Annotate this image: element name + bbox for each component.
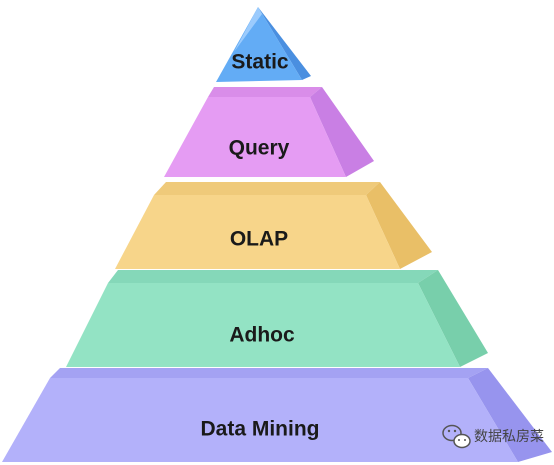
- tier-adhoc: Adhoc: [66, 270, 488, 367]
- tier-query-front: [164, 97, 346, 177]
- tier-olap-top: [154, 182, 380, 195]
- tier-adhoc-front: [66, 283, 460, 367]
- tier-data-mining-front: [2, 378, 518, 462]
- wechat-icon: [442, 424, 471, 449]
- tier-olap-label: OLAP: [230, 228, 288, 251]
- tier-static-side: [258, 7, 311, 80]
- tier-static: Static: [216, 7, 311, 82]
- tier-adhoc-label: Adhoc: [229, 324, 295, 347]
- tier-olap-front: [115, 195, 400, 269]
- tier-data-mining-label: Data Mining: [201, 418, 320, 441]
- tier-data-mining: Data Mining: [2, 368, 552, 462]
- watermark-text: 数据私房菜: [474, 429, 544, 445]
- tier-static-label: Static: [231, 51, 289, 74]
- tier-query: Query: [164, 87, 374, 177]
- tier-adhoc-top: [108, 270, 438, 283]
- tier-olap: OLAP: [115, 182, 432, 269]
- tier-adhoc-side: [418, 270, 488, 367]
- tier-data-mining-top: [50, 368, 488, 378]
- tier-query-label: Query: [229, 137, 290, 160]
- tier-static-front: [216, 7, 302, 82]
- tier-query-top: [208, 87, 322, 97]
- tier-olap-side: [366, 182, 432, 269]
- watermark: 数据私房菜: [442, 424, 544, 449]
- tier-static-highlight: [234, 7, 262, 52]
- tier-data-mining-side: [468, 368, 552, 462]
- tier-query-side: [310, 87, 374, 177]
